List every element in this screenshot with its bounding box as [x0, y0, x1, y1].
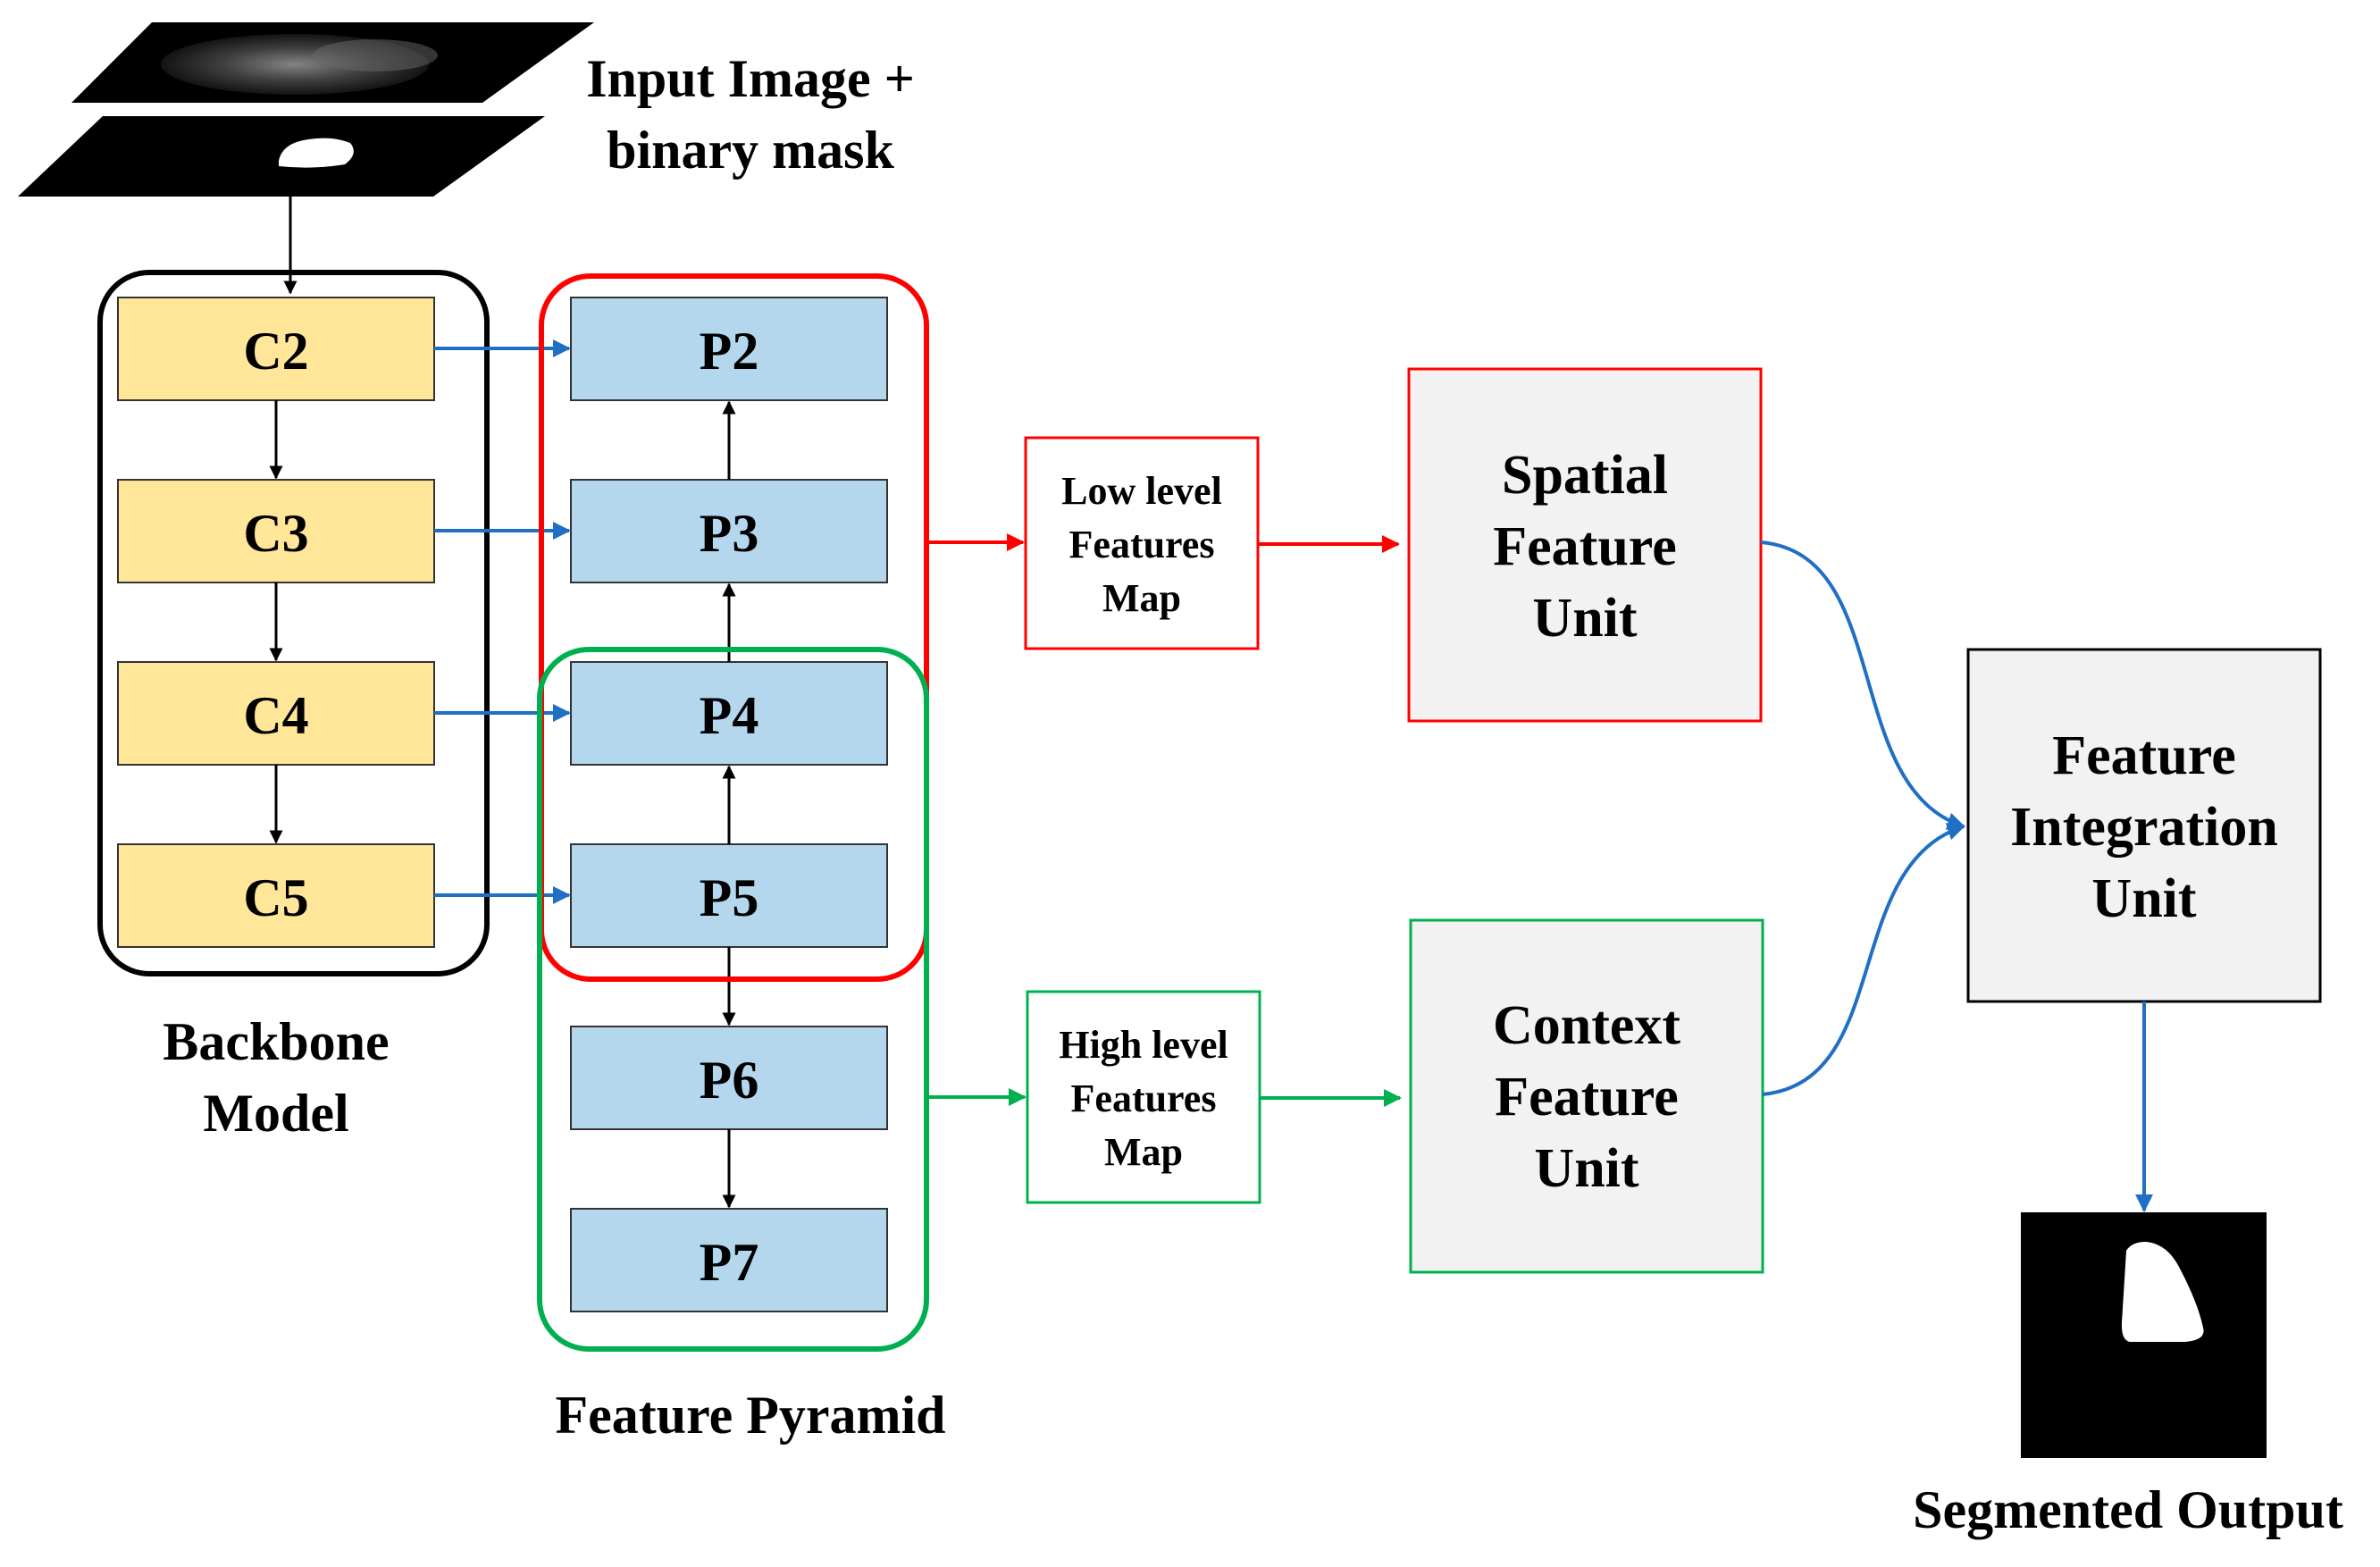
low-map-line1: Low level	[1061, 469, 1222, 513]
backbone-label-line2: Model	[203, 1084, 348, 1143]
backbone-block-c5-label: C5	[243, 868, 308, 927]
backbone-block-c4-label: C4	[243, 686, 308, 745]
spatial-feature-unit-box	[1407, 367, 1763, 723]
integration-unit-line1: Feature	[2052, 725, 2235, 786]
pyramid-block-p2-label: P2	[700, 322, 759, 381]
spatial-unit-line2: Feature	[1493, 516, 1676, 577]
integration-unit-line3: Unit	[2091, 868, 2196, 929]
pyramid-block-p5-label: P5	[700, 868, 759, 927]
pyramid-block-p6-label: P6	[700, 1051, 759, 1110]
low-level-features-map-box	[1024, 436, 1260, 650]
high-map-line2: Features	[1071, 1077, 1217, 1120]
low-map-line3: Map	[1102, 576, 1181, 620]
curve-context-to-integration	[1762, 823, 1965, 1096]
integration-unit-line2: Integration	[2010, 797, 2278, 858]
pyramid-block-p7-label: P7	[700, 1233, 759, 1292]
input-label-line1: Input Image +	[586, 49, 915, 108]
input-label-line2: binary mask	[607, 121, 894, 180]
context-feature-unit-box	[1409, 918, 1764, 1274]
pyramid-block-p3-label: P3	[700, 504, 759, 563]
pyramid-block-p6	[570, 1026, 888, 1130]
low-level-group-outline	[539, 273, 929, 982]
pyramid-block-p4	[570, 661, 888, 766]
pyramid-block-p5	[570, 843, 888, 948]
backbone-block-c5	[117, 843, 435, 948]
backbone-block-c3-label: C3	[243, 504, 308, 563]
pyramid-block-p2	[570, 297, 888, 401]
output-label: Segmented Output	[1913, 1480, 2343, 1539]
curve-spatial-to-integration	[1760, 540, 1965, 830]
low-map-line2: Features	[1069, 523, 1215, 566]
context-unit-line2: Feature	[1495, 1067, 1678, 1127]
backbone-label-line1: Backbone	[163, 1012, 389, 1071]
pyramid-block-p7	[570, 1208, 888, 1312]
context-unit-line3: Unit	[1534, 1138, 1638, 1199]
pyramid-block-p4-label: P4	[700, 686, 759, 745]
spatial-unit-line3: Unit	[1532, 588, 1637, 649]
context-unit-line1: Context	[1493, 995, 1680, 1056]
ultrasound-texture-2	[313, 39, 438, 71]
segmented-output-mask	[2121, 1242, 2204, 1342]
input-image-stack	[18, 22, 594, 197]
backbone-block-c2-label: C2	[243, 322, 308, 381]
high-level-group-outline	[537, 647, 929, 1352]
spatial-unit-line1: Spatial	[1502, 445, 1668, 506]
pyramid-block-p3	[570, 479, 888, 583]
mask-blob	[279, 138, 354, 168]
pyramid-label: Feature Pyramid	[555, 1386, 945, 1445]
high-map-line1: High level	[1059, 1023, 1228, 1067]
backbone-container	[97, 270, 490, 976]
feature-integration-unit-box	[1966, 648, 2322, 1003]
high-map-line3: Map	[1104, 1130, 1183, 1174]
